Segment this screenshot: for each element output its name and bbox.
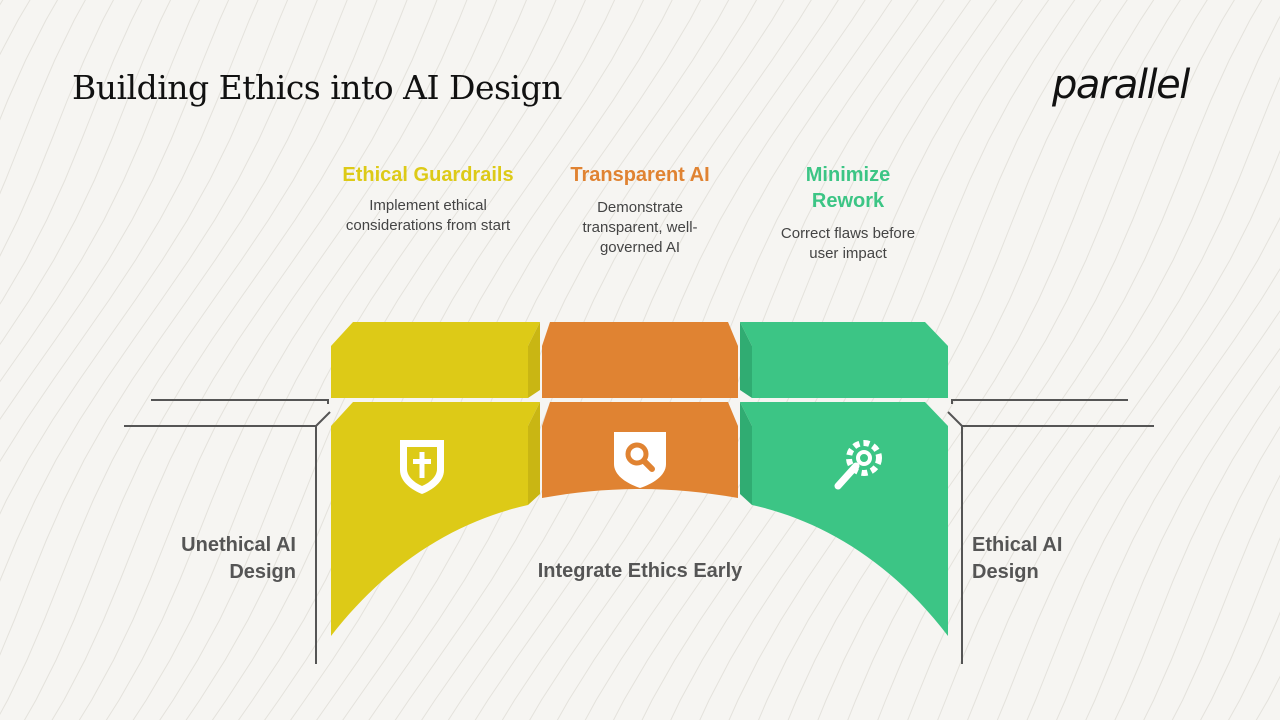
- pillar-heading: Ethical Guardrails: [333, 162, 523, 188]
- center-label: Integrate Ethics Early: [490, 560, 790, 583]
- right-endpoint-label: Ethical AI Design: [972, 532, 1082, 586]
- pillar-description: Implement ethical considerations from st…: [333, 196, 523, 236]
- left-endpoint-label: Unethical AI Design: [168, 532, 296, 586]
- pillar-minimize-rework: Minimize Rework Correct flaws before use…: [753, 162, 943, 264]
- pillar-transparent-ai: Transparent AI Demonstrate transparent, …: [545, 162, 735, 258]
- pillar-ethical-guardrails: Ethical Guardrails Implement ethical con…: [333, 162, 523, 236]
- pillar-description: Demonstrate transparent, well-governed A…: [545, 198, 735, 258]
- pillar-heading: Transparent AI: [545, 162, 735, 188]
- pillar-description: Correct flaws before user impact: [753, 224, 943, 264]
- pillar-heading: Minimize Rework: [753, 162, 943, 214]
